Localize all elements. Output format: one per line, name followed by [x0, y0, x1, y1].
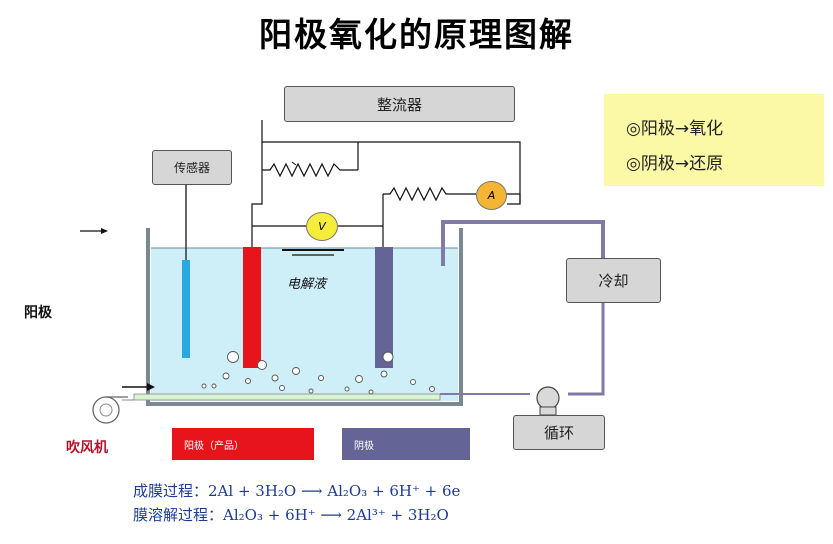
anode-plate — [243, 247, 261, 368]
circulation-pipe — [568, 301, 605, 396]
inflow-arrow-bottom — [122, 383, 155, 391]
pump — [536, 386, 560, 410]
electrolyte-bath — [151, 248, 458, 401]
cathode-legend-bar: 阴极 — [342, 428, 470, 460]
legend-cathode-line: ◎阴极→还原 — [626, 154, 724, 174]
cooling-box: 冷却 — [566, 258, 661, 303]
voltmeter-symbol: V — [318, 220, 326, 233]
legend-anode-line: ◎阳极→氧化 — [626, 119, 724, 139]
ammeter-symbol: A — [487, 189, 496, 202]
inflow-arrow-top — [80, 228, 108, 234]
anode-legend-bar: 阳极（产品） — [172, 428, 314, 460]
tank — [146, 228, 463, 406]
cathode-legend-label: 阴极 — [354, 440, 374, 452]
dissolution-equation-formula: Al₂O₃ + 6H⁺ ⟶ 2Al³⁺ + 3H₂O — [223, 506, 449, 524]
air-tube — [133, 393, 441, 401]
wire-rectifier-top — [261, 120, 521, 205]
film-equation-formula: 2Al + 3H₂O ⟶ Al₂O₃ + 6H⁺ + 6e — [208, 482, 461, 500]
cathode-plate — [375, 247, 393, 368]
dissolution-equation: 膜溶解过程：Al₂O₃ + 6H⁺ ⟶ 2Al³⁺ + 3H₂O — [133, 504, 449, 525]
anode-legend-label: 阳极（产品） — [184, 440, 244, 452]
bubbles — [201, 351, 435, 395]
legend-box: ◎阳极→氧化 ◎阴极→还原 — [604, 94, 824, 186]
electrolyte-label: 电解液 — [287, 277, 327, 292]
film-equation-label: 成膜过程： — [133, 482, 209, 500]
resistor-upper — [262, 162, 358, 178]
circulation-label: 循环 — [543, 424, 574, 442]
sensor-probe — [182, 260, 190, 358]
resistor-lower — [383, 186, 476, 202]
rectifier-label: 整流器 — [376, 95, 422, 114]
film-equation: 成膜过程：2Al + 3H₂O ⟶ Al₂O₃ + 6H⁺ + 6e — [133, 480, 460, 501]
ammeter: A — [476, 181, 507, 210]
blower-label: 吹风机 — [66, 440, 108, 456]
cooling-label: 冷却 — [598, 272, 629, 290]
sensor-box: 传感器 — [152, 150, 232, 185]
wire-anode — [251, 170, 263, 248]
rectifier-box: 整流器 — [284, 86, 515, 122]
anode-side-label: 阳极 — [24, 305, 52, 321]
circulation-box: 循环 — [513, 415, 605, 450]
diagram-title: 阳极氧化的原理图解 — [259, 15, 574, 54]
sensor-label: 传感器 — [173, 161, 210, 175]
dissolution-equation-label: 膜溶解过程： — [133, 506, 224, 524]
cooling-pipe — [441, 220, 605, 266]
voltmeter: V — [306, 212, 338, 241]
